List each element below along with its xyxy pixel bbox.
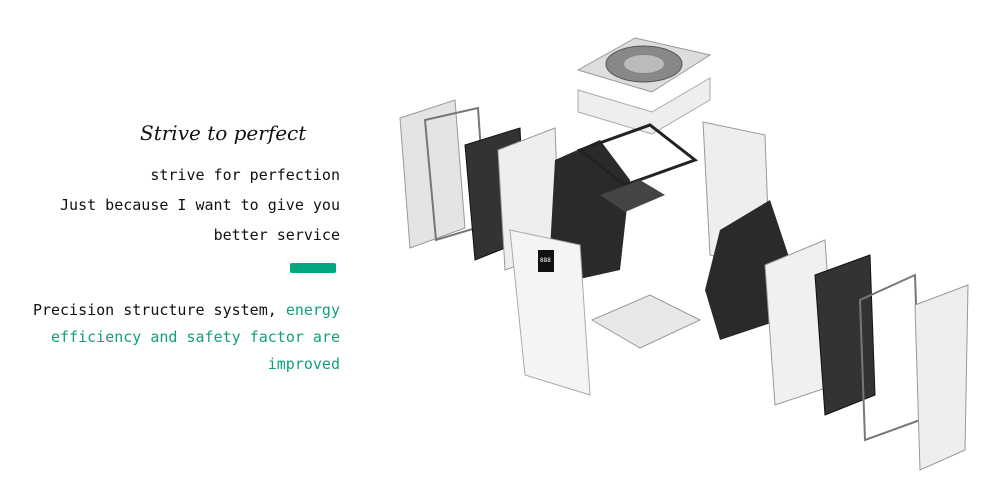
accent-divider	[290, 263, 336, 273]
exploded-air-purifier-image: 888	[399, 37, 969, 471]
base-tray	[590, 294, 702, 349]
description-highlight: energy efficiency and safety factor are …	[51, 301, 340, 373]
tagline-line: strive for perfection	[150, 166, 340, 184]
tagline-line: Just because I want to give you	[60, 196, 340, 214]
frame	[576, 123, 699, 187]
top-fan-grille	[576, 37, 712, 135]
mesh-plate	[600, 180, 665, 212]
description-plain: Precision structure system,	[32, 301, 286, 319]
rear-cover-left	[399, 99, 466, 249]
display-digits: 888	[540, 257, 551, 264]
control-display	[538, 250, 554, 272]
carbon-filter-right	[814, 254, 876, 416]
front-cover-right	[914, 284, 969, 471]
tagline: strive for perfection Just because I wan…	[60, 160, 340, 250]
section-heading: Strive to perfect	[140, 121, 307, 145]
tagline-line: better service	[213, 226, 340, 244]
front-panel	[509, 229, 591, 396]
feature-description: Precision structure system, energy effic…	[0, 297, 340, 378]
